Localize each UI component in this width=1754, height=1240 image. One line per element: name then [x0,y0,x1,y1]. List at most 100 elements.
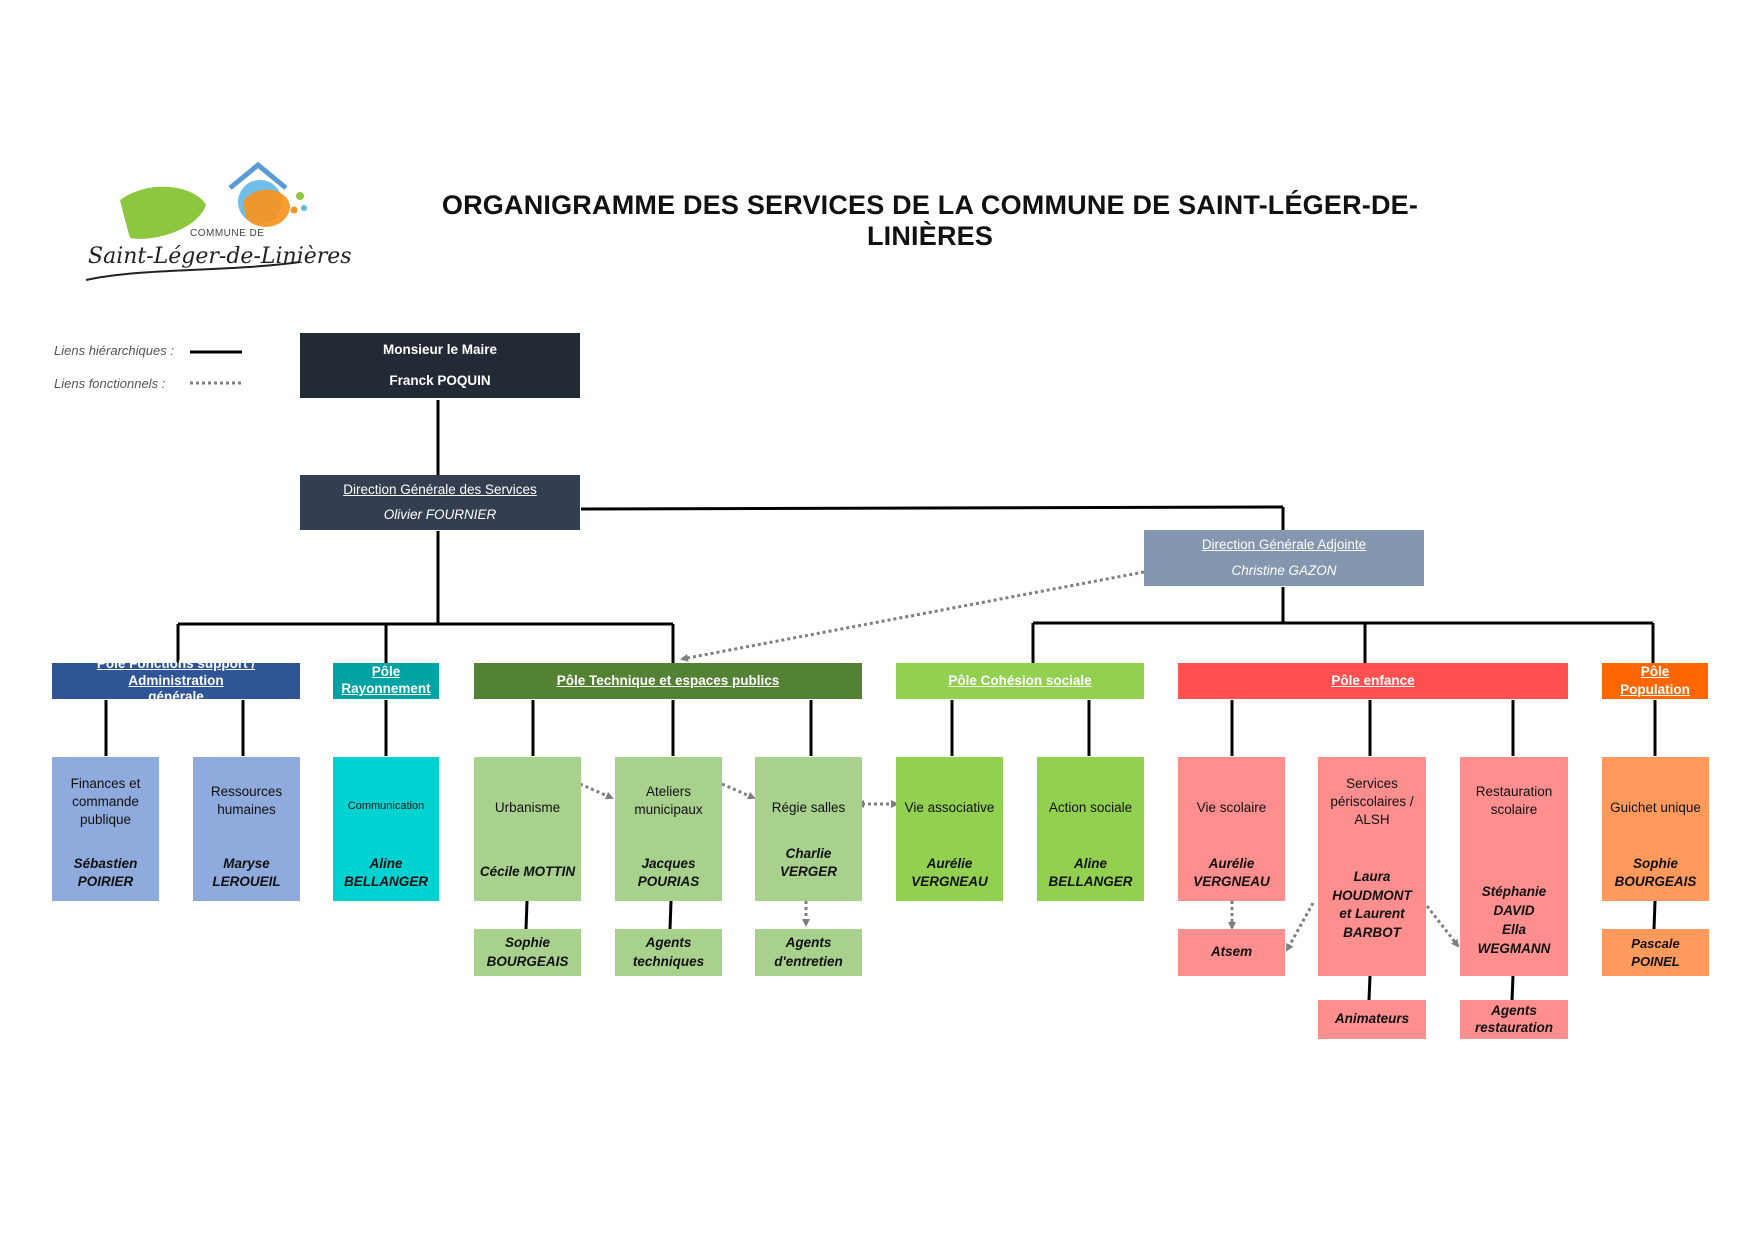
service-vie-associative: Vie associative Aurélie VERGNEAU [896,757,1003,901]
vie-scolaire-name-l1: Aurélie [1208,855,1255,871]
finances-label-l3: publique [79,812,132,828]
sub-urbanisme-agent: Sophie BOURGEAIS [474,929,581,976]
finances-label-l1: Finances et [70,776,141,791]
rh-name-l1: Maryse [223,855,270,871]
pole-support-title-l2: générale [148,689,204,705]
finances-name-l2: POIRIER [77,873,134,889]
communication-name-l1: Aline [369,855,403,871]
periscolaire-name-l3: et Laurent [1339,906,1405,922]
urbanisme-name: Cécile MOTTIN [479,863,576,879]
periscolaire-name-l1: Laura [1353,868,1391,884]
dgs-box: Direction Générale des Services Olivier … [300,475,580,530]
dgs-role: Direction Générale des Services [343,481,537,497]
pole-population-header: Pôle Population [1602,663,1708,699]
pole-rayonnement-title-l2: Rayonnement [341,681,431,696]
service-restauration: Restauration scolaire Stéphanie DAVID El… [1460,757,1568,976]
service-vie-scolaire: Vie scolaire Aurélie VERGNEAU [1178,757,1285,901]
regie-sub-l2: d'entretien [774,953,843,969]
guichet-sub: Pascale POINEL [1631,935,1680,969]
regie-sub-l1: Agents [785,935,832,951]
finances-name-l1: Sébastien [73,855,138,871]
rh-label-l1: Ressources [210,784,283,799]
pole-enfance-title: Pôle enfance [1331,672,1415,688]
sub-regie-agents: Agents d'entretien [755,929,862,976]
communication-label: Communication [347,800,425,812]
action-label: Action sociale [1048,800,1133,815]
pole-enfance-header: Pôle enfance [1178,663,1568,699]
finances-label-l2: commande [72,794,139,810]
logo-graphic [85,161,307,281]
logo-line1: COMMUNE DE [190,228,265,239]
rh-name-l2: LEROUEIL [212,873,281,889]
sub-atsem: Atsem [1178,929,1285,976]
ateliers-name-l1: Jacques [641,855,696,871]
sub-guichet-agent: Pascale POINEL [1602,929,1709,976]
animateurs-label: Animateurs [1334,1011,1410,1027]
atsem-label: Atsem [1210,944,1253,960]
restauration-name-l2: DAVID [1493,903,1535,919]
dga-role: Direction Générale Adjointe [1201,536,1367,552]
maire-role: Monsieur le Maire [382,342,498,358]
service-communication: Communication Aline BELLANGER [333,757,439,901]
guichet-label: Guichet unique [1610,800,1701,815]
vie-asso-name-l2: VERGNEAU [911,873,988,889]
vie-asso-label: Vie associative [904,800,995,815]
ateliers-name-l2: POURIAS [637,873,700,889]
ateliers-sub-l1: Agents [645,935,692,951]
sub-animateurs: Animateurs [1318,1000,1426,1039]
ateliers-label-l2: municipaux [634,802,703,818]
restauration-label-l2: scolaire [1490,802,1538,818]
pole-technique-header: Pôle Technique et espaces publics [474,663,862,699]
service-action-sociale: Action sociale Aline BELLANGER [1037,757,1144,901]
guichet-name-l1: Sophie [1632,855,1678,871]
pole-support-title-l1: Pôle Fonctions support / Administration [96,655,256,688]
guichet-name-l2: BOURGEAIS [1614,873,1697,889]
pole-cohesion-title: Pôle Cohésion sociale [948,672,1092,688]
dga-box: Direction Générale Adjointe Christine GA… [1144,530,1424,586]
pole-cohesion-header: Pôle Cohésion sociale [896,663,1144,699]
urbanisme-label: Urbanisme [494,800,561,815]
service-regie: Régie salles Charlie VERGER [755,757,862,901]
legend-hierarchical: Liens hiérarchiques : [54,343,174,358]
logo-line2: Saint-Léger-de-Linières [88,244,352,269]
sub-restauration-agents: Agents restauration [1460,1000,1568,1039]
dgs-name: Olivier FOURNIER [383,507,497,523]
pole-rayonnement-header: Pôle Rayonnement [333,663,439,699]
maire-box: Monsieur le Maire Franck POQUIN [300,333,580,398]
urbanisme-sub-l2: BOURGEAIS [486,953,569,969]
service-rh: Ressources humaines Maryse LEROUEIL [193,757,300,901]
vie-scolaire-name-l2: VERGNEAU [1193,873,1270,889]
service-urbanisme: Urbanisme Cécile MOTTIN [474,757,581,901]
pole-technique-title: Pôle Technique et espaces publics [556,672,780,688]
restauration-label-l1: Restauration [1475,784,1553,799]
regie-label: Régie salles [771,800,846,815]
rh-label-l2: humaines [217,802,276,818]
action-name-l2: BELLANGER [1048,873,1133,889]
periscolaire-label-l1: Services [1346,776,1398,791]
periscolaire-label-l3: ALSH [1354,812,1390,828]
commune-logo: COMMUNE DE Saint-Léger-de-Linières [78,160,352,290]
pole-population-title: Pôle Population [1620,663,1690,697]
ateliers-label-l1: Ateliers [645,784,691,799]
urbanisme-sub-l1: Sophie [504,935,550,951]
service-periscolaire: Services périscolaires / ALSH Laura HOUD… [1318,757,1426,976]
periscolaire-name-l4: BARBOT [1343,925,1401,941]
vie-scolaire-label: Vie scolaire [1196,800,1267,815]
regie-name: Charlie VERGER [779,845,837,879]
service-ateliers: Ateliers municipaux Jacques POURIAS [615,757,722,901]
restauration-name-l3: Ella WEGMANN [1477,922,1551,957]
pole-support-header: Pôle Fonctions support / Administration … [52,656,300,704]
periscolaire-name-l2: HOUDMONT [1332,887,1412,903]
service-guichet-unique: Guichet unique Sophie BOURGEAIS [1602,757,1709,901]
restauration-name-l1: Stéphanie [1481,884,1547,900]
communication-name-l2: BELLANGER [344,873,428,889]
periscolaire-label-l2: périscolaires / [1330,794,1414,810]
functional-links [190,381,1460,952]
hierarchical-links [104,350,1657,1001]
page-title: ORGANIGRAMME DES SERVICES DE LA COMMUNE … [441,190,1419,251]
restauration-sub-l1: Agents [1491,1003,1537,1019]
dga-name: Christine GAZON [1231,562,1337,578]
legend-functional: Liens fonctionnels : [54,376,166,391]
